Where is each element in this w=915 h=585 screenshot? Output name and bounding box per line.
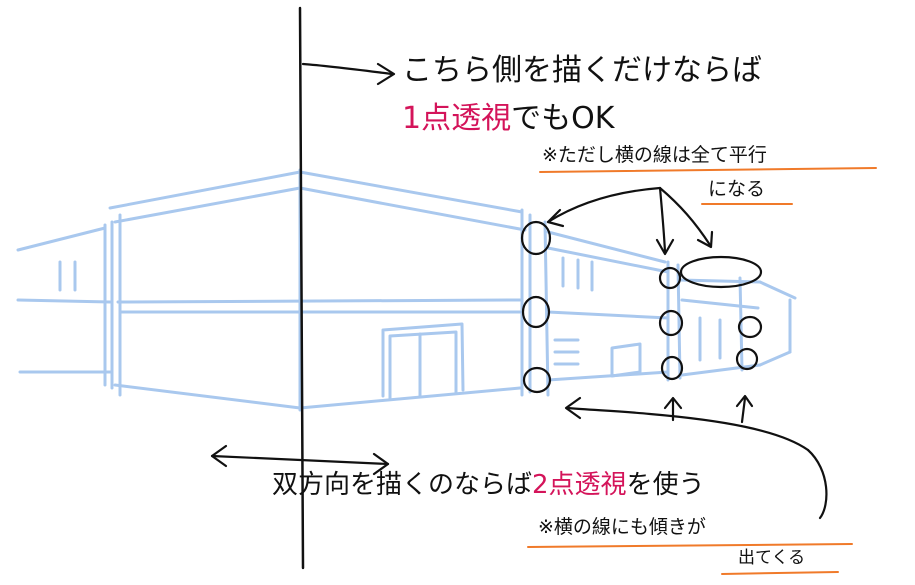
two-point-note-line2: 出てくる [738, 548, 806, 568]
underline-note-4 [721, 571, 839, 575]
circle-marker [520, 220, 552, 256]
arrow-to-top-text [301, 62, 396, 86]
one-point-term: 1点透視 [402, 101, 512, 136]
circle-marker [737, 315, 763, 339]
two-point-prefix: 双方向を描くのならば [272, 470, 533, 500]
arrows-from-bottom [564, 394, 828, 520]
one-point-note-line1: ※ただし横の線は全て平行 [542, 144, 767, 166]
circle-marker [521, 295, 551, 329]
orange-underlines [527, 167, 877, 575]
circle-marker [735, 347, 759, 371]
two-point-line: 双方向を描くのならば2点透視を使う [272, 472, 705, 498]
one-point-line1: こちら側を描くだけならば [402, 53, 762, 88]
two-point-term: 2点透視 [532, 470, 627, 500]
circle-marker [658, 309, 684, 337]
double-arrow [210, 444, 390, 476]
arrows [210, 62, 828, 520]
two-point-suffix: を使う [626, 470, 705, 500]
one-point-note-line2: になる [708, 178, 766, 200]
underline-note-1 [539, 167, 877, 173]
circle-marker [658, 266, 682, 290]
two-point-note-line1: ※横の線にも傾きが [538, 516, 706, 538]
one-point-line2: 1点透視でもOK [402, 104, 614, 134]
divider-line [298, 6, 305, 570]
highlight-circles [520, 220, 763, 394]
arrows-from-note [546, 186, 714, 256]
circle-marker [522, 366, 552, 394]
circle-marker [679, 255, 763, 289]
one-point-suffix: でもOK [511, 101, 615, 136]
circle-marker [660, 355, 684, 381]
building-sketch [16, 168, 797, 412]
underline-note-3 [527, 543, 853, 548]
